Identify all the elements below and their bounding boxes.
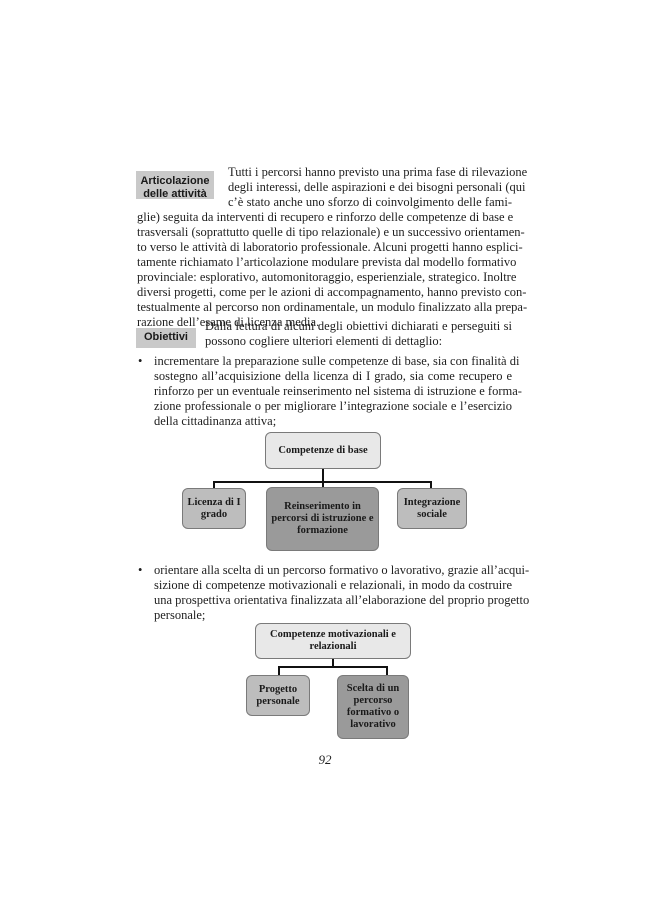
para2-line: Dalla lettura di alcuni degli obiettivi … <box>205 319 512 333</box>
para1-line: glie) seguita da interventi di recupero … <box>137 210 514 224</box>
diagram1-child-box: Reinserimento in percorsi di istruzione … <box>266 487 379 551</box>
diagram1-root-box: Competenze di base <box>265 432 381 469</box>
page-number: 92 <box>318 752 332 767</box>
section-tag-articolazione: Articolazione delle attività <box>136 171 214 200</box>
diagram2-child-box: Progetto personale <box>246 675 310 716</box>
connector-line <box>278 666 388 668</box>
bullet1-line: incrementare la preparazione sulle compe… <box>154 354 520 368</box>
bullet2-line: sizione di competenze motivazionali e re… <box>154 578 512 592</box>
bullet1-line: rinforzo per un eventuale reinserimento … <box>154 384 522 398</box>
connector-line <box>213 481 215 489</box>
connector-line <box>278 666 280 676</box>
para1-line: Tutti i percorsi hanno previsto una prim… <box>228 165 528 179</box>
bullet2-line: orientare alla scelta di un percorso for… <box>154 563 530 577</box>
para1-line: trasversali (soprattutto quelle di tipo … <box>137 225 525 239</box>
para1-line: c’è stato anche uno sforzo di coinvolgim… <box>228 195 512 209</box>
bullet2-line: personale; <box>154 608 206 622</box>
bullet1-line: della cittadinanza attiva; <box>154 414 277 428</box>
para1-line: provinciale: esplorativo, automonitoragg… <box>137 270 517 284</box>
connector-line <box>322 469 324 482</box>
bullet1-line: sostegno all’acquisizione della licenza … <box>154 369 512 383</box>
diagram2-child-box: Scelta di un percorso formativo o lavora… <box>337 675 409 739</box>
bullet1-line: zione professionale o per migliorare l’i… <box>154 399 512 413</box>
para1-line: razione dell’esame di licenza media. <box>137 315 320 329</box>
para1-line: tamente richiamato l’articolazione modul… <box>137 255 517 269</box>
para1-line: to verso le attività di laboratorio prof… <box>137 240 523 254</box>
diagram1-child-box: Licenza di I grado <box>182 488 246 529</box>
bullet2-line: una prospettiva orientativa finalizzata … <box>154 593 530 607</box>
para1-line: degli interessi, delle aspirazioni e dei… <box>228 180 526 194</box>
section-tag-obiettivi: Obiettivi <box>136 328 196 348</box>
diagram2-root-box: Competenze motivazionali e relazionali <box>255 623 411 659</box>
connector-line <box>322 481 324 489</box>
para2-line: possono cogliere ulteriori elementi di d… <box>205 334 443 348</box>
bullet-marker: • <box>138 354 143 368</box>
connector-line <box>332 659 334 667</box>
connector-line <box>430 481 432 489</box>
para1-line: diversi progetti, come per le azioni di … <box>137 285 527 299</box>
diagram1-child-box: Integrazione sociale <box>397 488 467 529</box>
connector-line <box>386 666 388 676</box>
para1-line: testualmente al percorso non ordinamenta… <box>137 300 528 314</box>
bullet-marker: • <box>138 563 143 577</box>
